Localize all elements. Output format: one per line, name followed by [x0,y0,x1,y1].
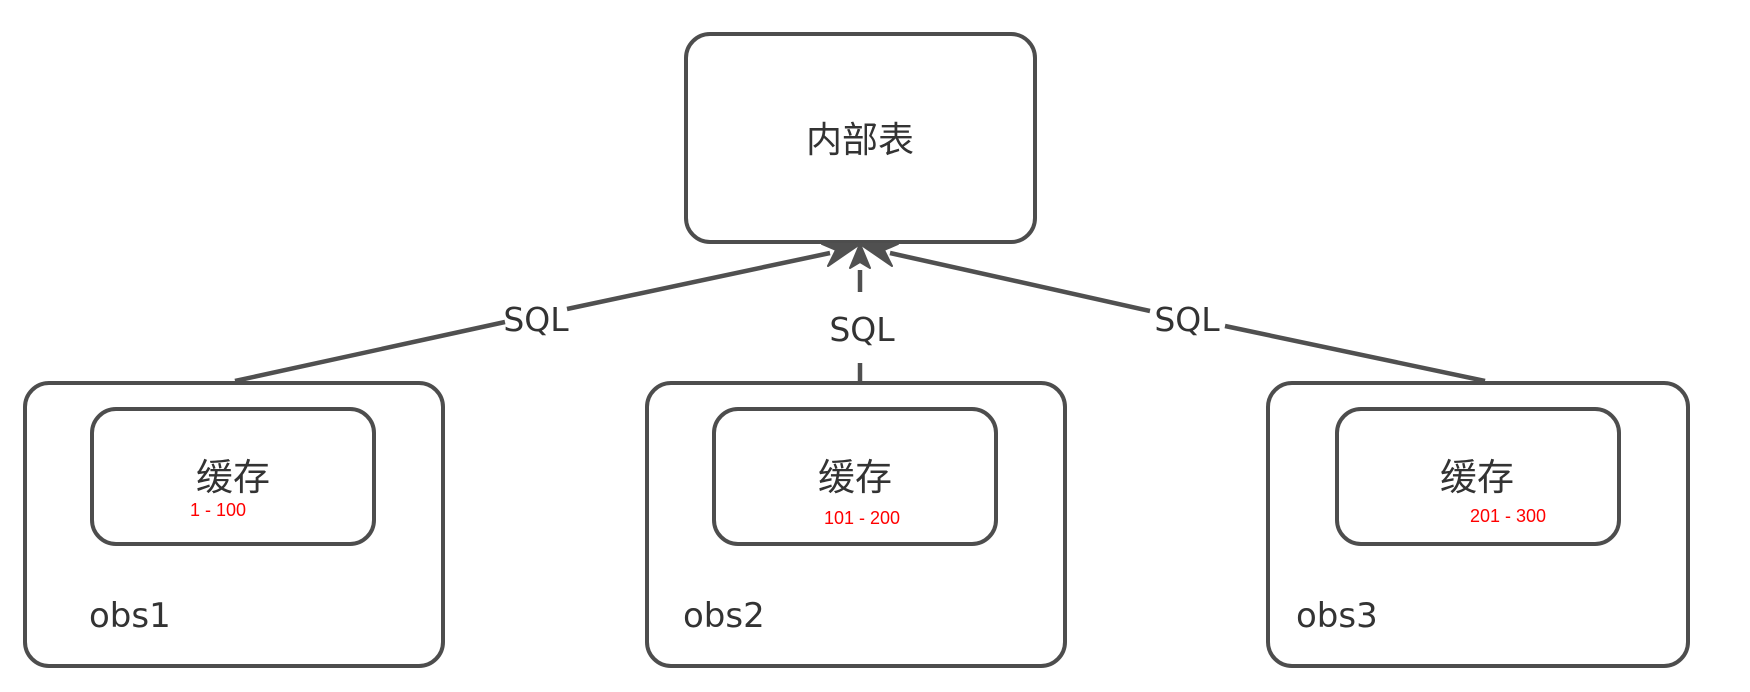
obs3-cache-range: 201 - 300 [1470,506,1546,526]
obs1-node: 缓存 1 - 100 obs1 [23,381,445,668]
obs3-cache-box [1335,407,1621,546]
obs1-cache-range: 1 - 100 [190,500,246,520]
edge-label-sql-1: SQL [503,300,569,339]
obs2-cache-label: 缓存 [818,456,892,499]
arrowhead-icon-right [859,243,899,267]
obs2-cache-range: 101 - 200 [824,508,900,528]
obs2-cache-box [712,407,998,546]
obs1-cache-label: 缓存 [196,456,270,499]
internal-table-box [684,32,1037,244]
internal-table-label: 内部表 [806,120,914,161]
edge-obs1-to-internal-table [234,250,831,384]
obs2-node: 缓存 101 - 200 obs2 [645,381,1067,668]
obs3-label: obs3 [1296,596,1378,636]
obs3-cache-label: 缓存 [1440,456,1514,499]
obs1-label: obs1 [89,596,171,636]
obs2-label: obs2 [683,596,765,636]
arrowhead-icon-middle [849,243,871,269]
obs3-node: 缓存 201 - 300 obs3 [1266,381,1690,668]
internal-table-node: 内部表 [684,32,1037,244]
edge-obs3-to-internal-table [889,250,1486,384]
obs1-cache-box [90,407,376,546]
edge-label-sql-2: SQL [829,310,895,349]
edge-label-sql-3: SQL [1154,300,1220,339]
arrowhead-icon-left [821,243,861,267]
